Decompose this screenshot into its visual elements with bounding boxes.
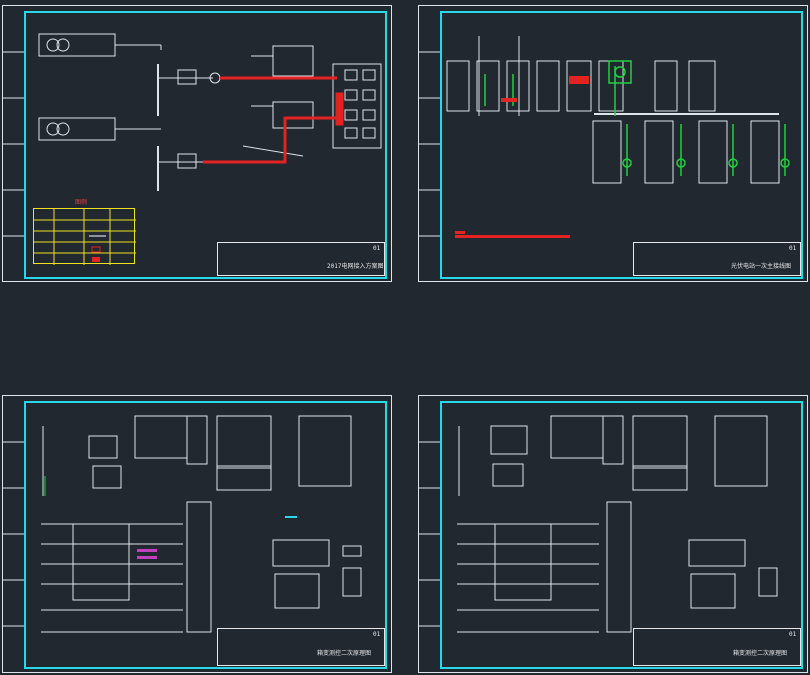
sheet-revision-4: 01 [789,631,797,638]
legend-title: 图例 [75,199,88,206]
sheet-title-3: 箱变测控二次原理图 [317,650,372,657]
drawing-border-3 [24,401,387,669]
drawing-sheet-3[interactable]: 箱变测控二次原理图 01 [2,395,392,673]
schematic-grid-connection [3,33,382,237]
sheet-revision-2: 01 [789,245,797,252]
title-block-1 [217,242,385,276]
schematic-secondary-wiring-b [419,415,778,633]
drawing-border-1 [24,11,387,279]
sheet-title-1: 2017电网接入方案图 [327,263,384,270]
drawing-border-2 [440,11,803,279]
drawing-sheet-2[interactable]: 光伏电站一次主接线图 01 [418,5,808,282]
title-block-3 [217,628,385,666]
title-block-4 [633,628,801,666]
sheet-revision-3: 01 [373,631,381,638]
schematic-single-line [419,36,790,238]
sheet-title-2: 光伏电站一次主接线图 [731,263,792,270]
drawing-sheet-4[interactable]: 箱变测控二次原理图 01 [418,395,808,673]
sheet-revision-1: 01 [373,245,381,252]
drawing-border-4 [440,401,803,669]
drawing-sheet-1[interactable]: 图例 2017电网接入方案图 01 [2,5,392,282]
title-block-2 [633,242,801,276]
legend-table [33,208,136,265]
schematic-secondary-wiring-a [3,415,362,633]
sheet-title-4: 箱变测控二次原理图 [733,650,788,657]
